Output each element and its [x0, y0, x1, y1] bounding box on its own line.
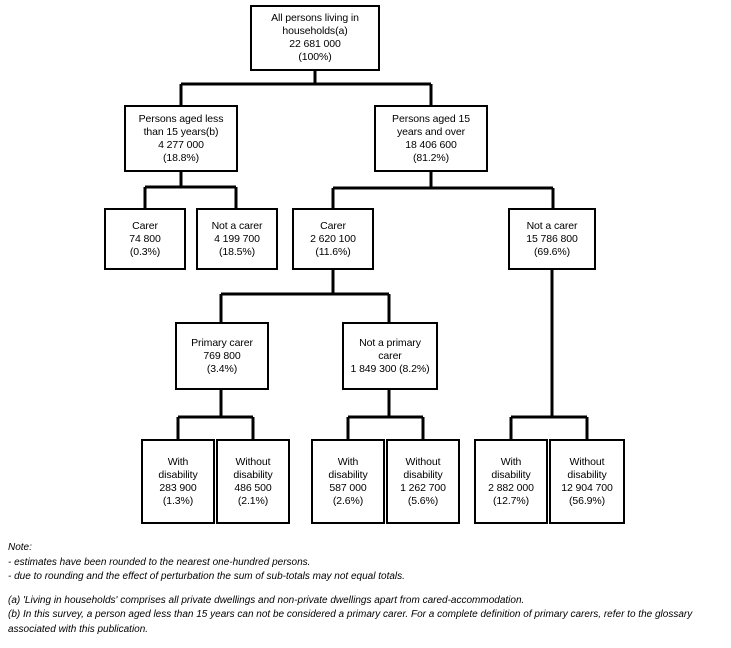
node-percent: (56.9%) — [568, 494, 606, 507]
node-all-persons[interactable]: All persons living in households(a) 22 6… — [250, 5, 380, 71]
node-percent: (100%) — [298, 51, 332, 63]
node-line: households(a) — [282, 25, 348, 37]
node-value: 2 620 100 — [310, 232, 356, 245]
node-value: 4 277 000 — [158, 138, 204, 151]
notes-bullet: - estimates have been rounded to the nea… — [8, 556, 311, 568]
node-value: 1 262 700 — [400, 481, 446, 494]
node-persons-15-and-over[interactable]: Persons aged 15 years and over 18 406 60… — [374, 105, 488, 172]
node-line: Carer — [320, 219, 346, 232]
node-value: 1 849 300 (8.2%) — [350, 362, 430, 375]
notes-spacer — [8, 585, 723, 594]
node-primary-carer-with-disability[interactable]: With disability 283 900 (1.3%) — [141, 439, 215, 524]
node-percent: (81.2%) — [412, 151, 450, 164]
node-line: carer — [378, 349, 402, 362]
node-line: Not a primary — [359, 336, 421, 349]
node-line: With — [337, 455, 359, 468]
node-line: disability — [567, 468, 607, 481]
node-value: 22 681 000 — [289, 38, 341, 50]
node-percent: (2.6%) — [332, 494, 364, 507]
node-value: 4 199 700 — [214, 232, 260, 245]
node-not-carer-with-disability[interactable]: With disability 2 882 000 (12.7%) — [474, 439, 548, 524]
node-value: 74 800 — [129, 232, 161, 245]
node-percent: (0.3%) — [129, 245, 161, 258]
node-percent: (3.4%) — [206, 362, 238, 375]
node-carer-under-15[interactable]: Carer 74 800 (0.3%) — [104, 208, 186, 270]
node-not-primary-carer-without-disability[interactable]: Without disability 1 262 700 (5.6%) — [386, 439, 460, 524]
node-percent: (2.1%) — [237, 494, 269, 507]
node-percent: (18.5%) — [218, 245, 256, 258]
node-line: Without — [235, 455, 271, 468]
node-value: 587 000 — [329, 481, 367, 494]
node-line: With — [500, 455, 522, 468]
node-not-carer-without-disability[interactable]: Without disability 12 904 700 (56.9%) — [549, 439, 625, 524]
node-line: years and over — [396, 125, 466, 138]
node-not-a-primary-carer[interactable]: Not a primary carer 1 849 300 (8.2%) — [342, 322, 438, 390]
node-persons-under-15[interactable]: Persons aged less than 15 years(b) 4 277… — [124, 105, 238, 172]
node-line: Persons aged 15 — [392, 112, 470, 125]
node-primary-carer[interactable]: Primary carer 769 800 (3.4%) — [175, 322, 269, 390]
node-percent: (11.6%) — [315, 245, 351, 258]
node-percent: (18.8%) — [162, 151, 200, 164]
node-value: 18 406 600 — [405, 138, 457, 151]
node-primary-carer-without-disability[interactable]: Without disability 486 500 (2.1%) — [216, 439, 290, 524]
node-percent: (12.7%) — [492, 494, 530, 507]
node-line: Without — [569, 455, 605, 468]
node-line: disability — [403, 468, 443, 481]
node-line: Not a carer — [211, 219, 263, 232]
node-line: Primary carer — [191, 336, 253, 349]
node-carer-15-and-over[interactable]: Carer 2 620 100 (11.6%) — [292, 208, 374, 270]
node-line: Carer — [132, 219, 158, 232]
node-not-a-carer-under-15[interactable]: Not a carer 4 199 700 (18.5%) — [196, 208, 278, 270]
node-line: than 15 years(b) — [143, 125, 219, 138]
node-value: 283 900 — [159, 481, 197, 494]
node-line: Not a carer — [526, 219, 578, 232]
node-value: 769 800 — [203, 349, 241, 362]
node-line: Persons aged less — [138, 112, 224, 125]
node-not-a-carer-15-and-over[interactable]: Not a carer 15 786 800 (69.6%) — [508, 208, 596, 270]
notes-heading: Note: — [8, 542, 32, 553]
node-line: With — [167, 455, 189, 468]
node-value: 15 786 800 — [526, 232, 578, 245]
node-percent: (69.6%) — [533, 245, 571, 258]
node-line: Without — [405, 455, 441, 468]
node-percent: (5.6%) — [407, 494, 439, 507]
footnote-a: (a) 'Living in households' comprises all… — [8, 594, 525, 606]
footnote-b: (b) In this survey, a person aged less t… — [8, 609, 693, 635]
notes-block: Note: - estimates have been rounded to t… — [8, 541, 723, 637]
node-line: All persons living in — [271, 12, 359, 24]
node-value: 486 500 — [234, 481, 272, 494]
node-percent: (1.3%) — [162, 494, 194, 507]
node-line: disability — [491, 468, 531, 481]
notes-bullet: - due to rounding and the effect of pert… — [8, 571, 405, 582]
node-line: disability — [233, 468, 273, 481]
node-line: disability — [328, 468, 368, 481]
node-value: 12 904 700 — [561, 481, 613, 494]
node-line: disability — [158, 468, 198, 481]
node-value: 2 882 000 — [488, 481, 534, 494]
node-not-primary-carer-with-disability[interactable]: With disability 587 000 (2.6%) — [311, 439, 385, 524]
